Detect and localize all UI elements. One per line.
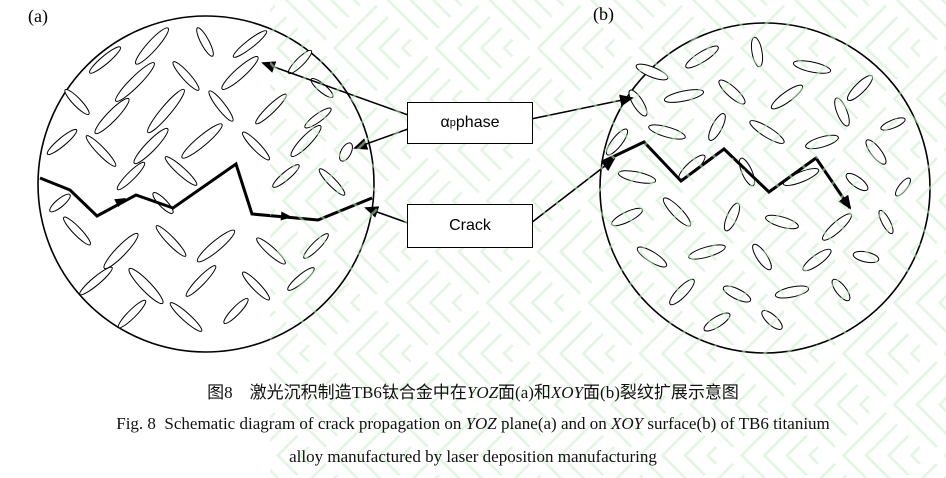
alpha-p-ellipse bbox=[79, 266, 113, 296]
alpha-p-ellipse bbox=[133, 127, 169, 165]
alpha-p-ellipse bbox=[241, 271, 271, 301]
alpha-p-ellipse bbox=[241, 131, 271, 161]
alpha-p-ellipse bbox=[135, 27, 169, 65]
caption-zh-part1: 图8 激光沉积制造TB6钛合金中在 bbox=[207, 383, 467, 402]
caption-line-en-1: Fig. 8 Schematic diagram of crack propag… bbox=[0, 414, 946, 434]
alpha-p-ellipse bbox=[223, 297, 249, 325]
alpha-p-ellipse bbox=[103, 232, 139, 270]
caption-en-part1: Fig. 8 Schematic diagram of crack propag… bbox=[116, 414, 466, 433]
caption-zh-yoz: YOZ bbox=[466, 383, 499, 402]
alpha-p-ellipse bbox=[116, 161, 146, 191]
alpha-p-ellipse bbox=[115, 62, 155, 102]
alpha-p-ellipse bbox=[85, 135, 117, 167]
caption-zh-part3: 面(b)裂纹扩展示意图 bbox=[583, 383, 739, 402]
panel-a-label: (a) bbox=[28, 6, 48, 26]
alpha-p-ellipse bbox=[117, 299, 147, 329]
crack-callout: Crack bbox=[407, 204, 533, 248]
alpha-phase-text: phase bbox=[455, 114, 500, 131]
alpha-p-ellipse bbox=[208, 90, 234, 122]
alpha-p-ellipse bbox=[232, 30, 268, 58]
alpha-p-ellipse bbox=[88, 46, 122, 74]
alpha-p-ellipse bbox=[196, 27, 214, 57]
alpha-p-ellipse bbox=[46, 128, 78, 156]
panel-b-label: (b) bbox=[593, 4, 614, 24]
caption-line-en-2: alloy manufactured by laser deposition m… bbox=[289, 447, 657, 466]
alpha-p-ellipse bbox=[196, 229, 236, 263]
alpha-p-ellipse bbox=[49, 193, 71, 213]
caption-zh-xoy: XOY bbox=[550, 383, 584, 402]
alpha-p-ellipse bbox=[221, 56, 259, 90]
caption-line-zh: 图8 激光沉积制造TB6钛合金中在YOZ面(a)和XOY面(b)裂纹扩展示意图 bbox=[0, 378, 946, 403]
alpha-p-ellipse bbox=[64, 88, 90, 116]
caption-en-yoz: YOZ bbox=[465, 414, 497, 433]
alpha-p-ellipse bbox=[94, 97, 130, 135]
caption-zh-part2: 面(a)和 bbox=[498, 383, 551, 402]
alpha-p-ellipse bbox=[172, 61, 200, 91]
alpha-p-ellipse bbox=[185, 265, 217, 297]
alpha-symbol: α bbox=[440, 114, 450, 131]
caption-en-part2: plane(a) and on bbox=[496, 414, 611, 433]
alpha-p-ellipse bbox=[169, 302, 203, 332]
alpha-p-ellipse bbox=[62, 216, 92, 246]
alpha-subscript: p bbox=[449, 117, 456, 129]
caption-en-xoy: XOY bbox=[611, 414, 644, 433]
anti-copy-watermark bbox=[270, 0, 946, 478]
alpha-p-ellipse bbox=[155, 225, 187, 257]
alpha-p-ellipse bbox=[128, 267, 164, 305]
crack-label: Crack bbox=[449, 217, 491, 234]
alpha-p-ellipse bbox=[147, 88, 185, 134]
alpha-p-ellipse bbox=[181, 123, 223, 159]
crack-direction-arrow-icon bbox=[114, 198, 126, 208]
caption-en-part3: surface(b) of TB6 titanium bbox=[643, 414, 830, 433]
alpha-p-ellipse bbox=[164, 156, 198, 186]
